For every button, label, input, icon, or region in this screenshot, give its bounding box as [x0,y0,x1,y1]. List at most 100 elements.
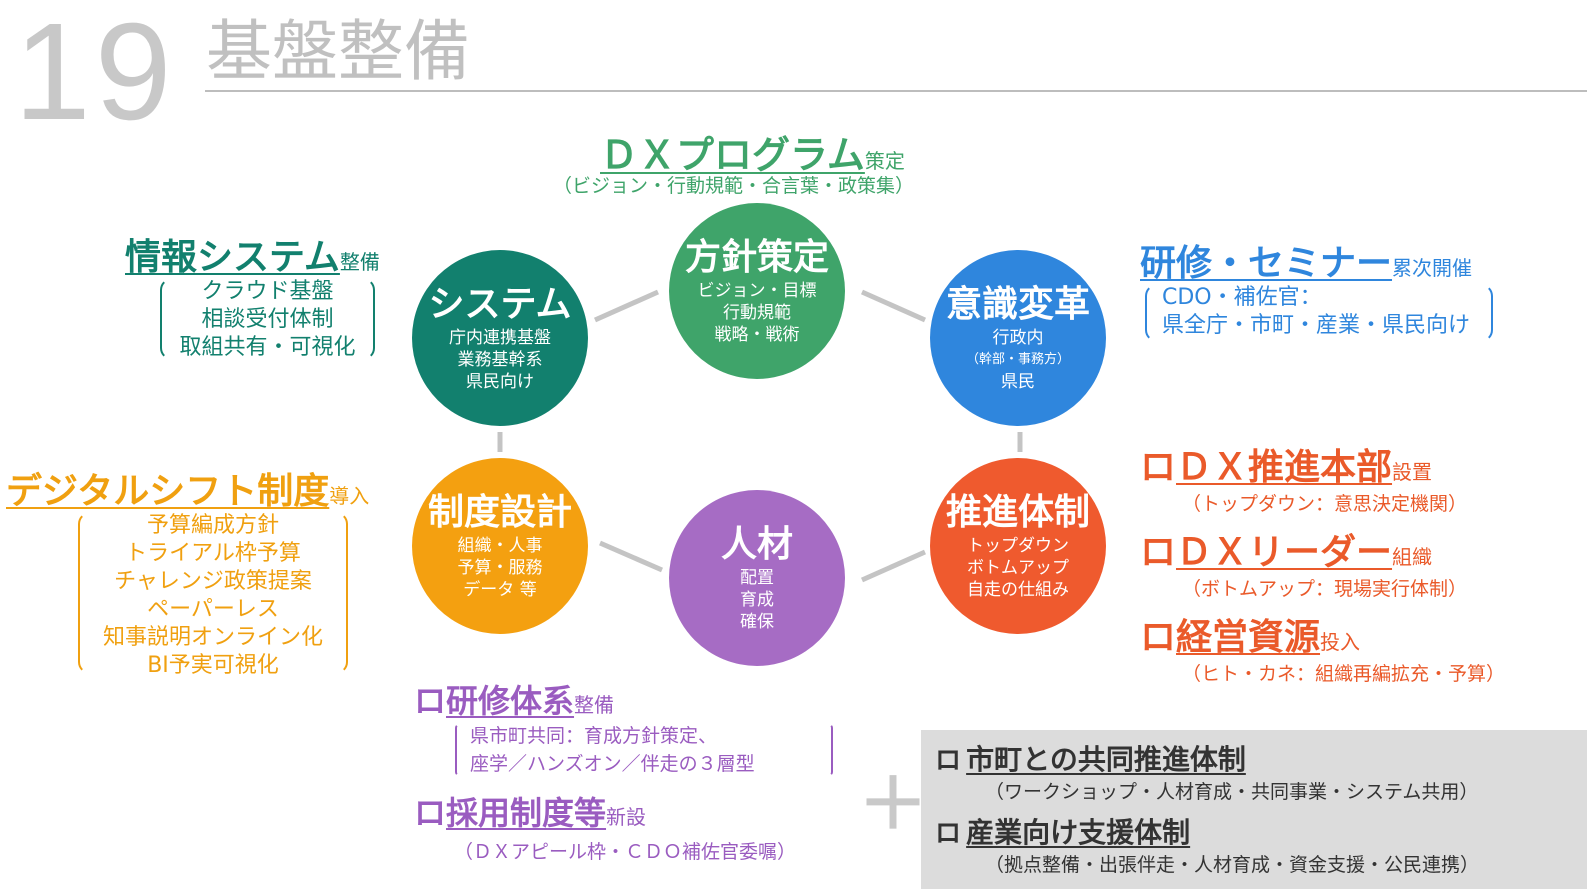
checkbox-icon: ロ [414,682,447,720]
circle-line: 育成 [740,590,774,610]
circle-promotion: 推進体制 トップダウン ボトムアップ 自走の仕組み [930,458,1106,634]
heading-suffix: 累次開催 [1392,256,1473,280]
hr-sub: 県市町共同：育成方針策定、 座学／ハンズオン／伴走の３層型 [470,722,755,778]
circle-line: 予算・服務 [457,558,543,578]
circle-line: 行政内 [992,328,1044,348]
promotion-item: ロＤＸリーダー組織 （ボトムアップ：現場実行体制） [1140,523,1505,608]
circle-title: 人材 [720,524,793,565]
item-sub: 座学／ハンズオン／伴走の３層型 [470,753,755,775]
digital-shift-items: 予算編成方針 トライアル枠予算 チャレンジ政策提案 ペーパーレス 知事説明オンラ… [78,512,348,680]
heading-suffix: 導入 [329,484,370,508]
digital-shift-heading: デジタルシフト制度導入 [6,462,369,514]
list-item: ペーパーレス [147,597,279,622]
list-item: トライアル枠予算 [125,541,301,566]
dx-program-sub: （ビジョン・行動規範・合言葉・政策集） [553,175,915,197]
circle-line: 配置 [740,568,774,588]
bracket [1145,284,1493,342]
heading-text: 産業向け支援体制 [966,816,1191,849]
heading-text: ＤＸ推進本部 [1176,447,1393,488]
item-sub: （ＤＸアピール枠・ＣＤＯ補佐官委嘱） [454,841,797,863]
title-divider [205,90,1587,92]
circle-line: ビジョン・目標 [697,281,817,301]
item-sub: （ボトムアップ：現場実行体制） [1182,578,1468,600]
heading-text: ＤＸプログラム [600,133,865,177]
item-sub: （トップダウン：意思決定機関） [1182,493,1468,515]
heading-text: 情報システム [125,237,340,278]
checkbox-icon: ロ [1140,447,1177,488]
circle-talent: 人材 配置 育成 確保 [669,490,845,666]
circle-line: 県民向け [466,372,534,392]
heading-suffix: 投入 [1320,630,1361,654]
plus-icon: ＋ [858,763,928,845]
checkbox-icon: ロ [414,794,447,832]
circle-title: 意識変革 [945,284,1090,325]
circle-line: 業務基幹系 [457,350,543,370]
info-system-heading: 情報システム整備 [125,228,380,280]
connector-line [860,549,927,583]
circle-line: 組織・人事 [457,536,543,556]
connector-line [599,540,663,573]
list-item: 予算編成方針 [146,513,279,538]
promotion-item: ロ経営資源投入 （ヒト・カネ：組織再編拡充・予算） [1140,608,1505,688]
box-item: ロ 市町との共同推進体制 （ワークショップ・人材育成・共同事業・システム共用） [935,738,1587,811]
circle-line: 行動規範 [723,303,791,323]
circle-mindset: 意識変革 行政内 （幹部・事務方） 県民 [930,250,1106,426]
heading-text: 市町との共同推進体制 [966,743,1246,776]
circle-title: 方針策定 [684,237,829,278]
circle-title: システム [428,284,572,325]
connector-line [860,289,927,323]
training-items: CDO・補佐官： 県全庁・市町・産業・県民向け [1162,284,1470,340]
item-sub: （ワークショップ・人材育成・共同事業・システム共用） [985,781,1479,803]
circle-title: 制度設計 [427,492,572,533]
list-item: クラウド基盤 [201,279,334,304]
circle-title: 推進体制 [945,492,1090,533]
slide-number: 19 [14,0,176,149]
circle-line: ボトムアップ [967,558,1069,578]
circle-line: 戦略・戦術 [714,325,800,345]
checkbox-icon: ロ [1140,532,1177,573]
bracket [160,278,375,360]
slide-title: 基盤整備 [206,13,470,90]
heading-suffix: 整備 [339,250,380,274]
heading-suffix: 整備 [574,693,615,717]
heading-suffix: 設置 [1392,460,1433,484]
item-sub: 県市町共同：育成方針策定、 [470,725,718,747]
heading-text: 経営資源 [1176,617,1321,658]
heading-suffix: 新設 [606,805,647,829]
dx-program-heading: ＤＸプログラム策定 [600,124,905,179]
circle-line: 県民 [1001,372,1035,392]
heading-text: 採用制度等 [446,794,607,832]
collaboration-box: ロ 市町との共同推進体制 （ワークショップ・人材育成・共同事業・システム共用） … [921,730,1587,889]
training-heading: 研修・セミナー累次開催 [1140,234,1472,286]
connector-line [593,289,660,323]
list-item: CDO・補佐官： [1162,285,1322,310]
circle-policy: 方針策定 ビジョン・目標 行動規範 戦略・戦術 [669,203,845,379]
list-item: チャレンジ政策提案 [114,569,312,594]
circle-line: 庁内連携基盤 [449,328,551,348]
circle-line: （幹部・事務方） [965,352,1070,367]
circle-institution: 制度設計 組織・人事 予算・服務 データ 等 [412,458,588,634]
hr-item: ロ研修体系整備 [414,676,614,722]
list-item: 取組共有・可視化 [179,335,356,360]
checkbox-icon: ロ [1140,617,1177,658]
list-item: 知事説明オンライン化 [102,625,323,650]
circle-system: システム 庁内連携基盤 業務基幹系 県民向け [412,250,588,426]
circle-line: トップダウン [967,536,1069,556]
heading-text: ＤＸリーダー [1176,532,1393,573]
hr-item: ロ採用制度等新設 （ＤＸアピール枠・ＣＤＯ補佐官委嘱） [414,788,796,866]
promotion-item: ロＤＸ推進本部設置 （トップダウン：意思決定機関） [1140,438,1505,523]
circle-line: 確保 [740,612,774,632]
bracket [455,724,833,776]
circle-line: 自走の仕組み [967,580,1069,600]
heading-text: 研修・セミナー [1140,243,1393,284]
list-item: 相談受付体制 [201,307,334,332]
box-item: ロ 産業向け支援体制 （拠点整備・出張伴走・人材育成・資金支援・公民連携） [935,811,1587,879]
item-sub: （拠点整備・出張伴走・人材育成・資金支援・公民連携） [985,854,1480,876]
bracket [78,512,348,674]
checkbox-icon: ロ [935,819,962,849]
checkbox-icon: ロ [935,746,962,776]
heading-text: デジタルシフト制度 [6,471,330,512]
info-system-items: クラウド基盤 相談受付体制 取組共有・可視化 [160,278,375,362]
heading-suffix: 策定 [864,149,905,173]
